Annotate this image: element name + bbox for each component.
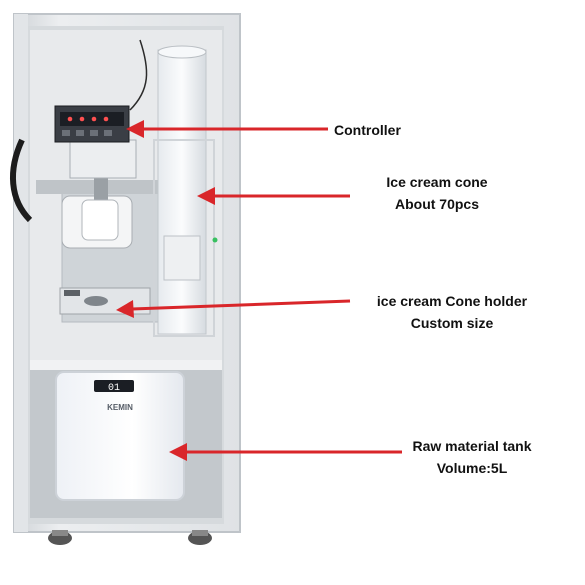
holder-title: ice cream Cone holder — [376, 293, 528, 309]
arrow-cone-holder — [116, 299, 351, 318]
tank-title: Raw material tank — [412, 438, 532, 454]
label-cone-holder: ice cream Cone holder Custom size — [352, 291, 552, 334]
arrow-controller — [126, 120, 328, 138]
tank-brand-logo: KEMIN — [107, 403, 133, 412]
cone-title: Ice cream cone — [386, 174, 488, 190]
arrow-ice-cream-cone — [197, 187, 350, 205]
annotation-arrows — [116, 120, 402, 461]
raw-material-tank: 01 KEMIN — [55, 371, 185, 501]
label-ice-cream-cone: Ice cream cone About 70pcs — [352, 172, 522, 215]
label-raw-material-tank: Raw material tank Volume:5L — [392, 436, 552, 479]
cone-dispenser-tube — [153, 45, 218, 337]
arrow-raw-material-tank — [169, 443, 402, 461]
holder-size: Custom size — [410, 314, 494, 331]
controller-panel — [54, 105, 130, 143]
cone-quantity: About 70pcs — [394, 195, 479, 212]
label-controller: Controller — [334, 120, 401, 142]
controller-text: Controller — [334, 122, 401, 138]
tank-volume: Volume:5L — [436, 459, 508, 476]
tank-display-readout: 01 — [108, 383, 120, 394]
